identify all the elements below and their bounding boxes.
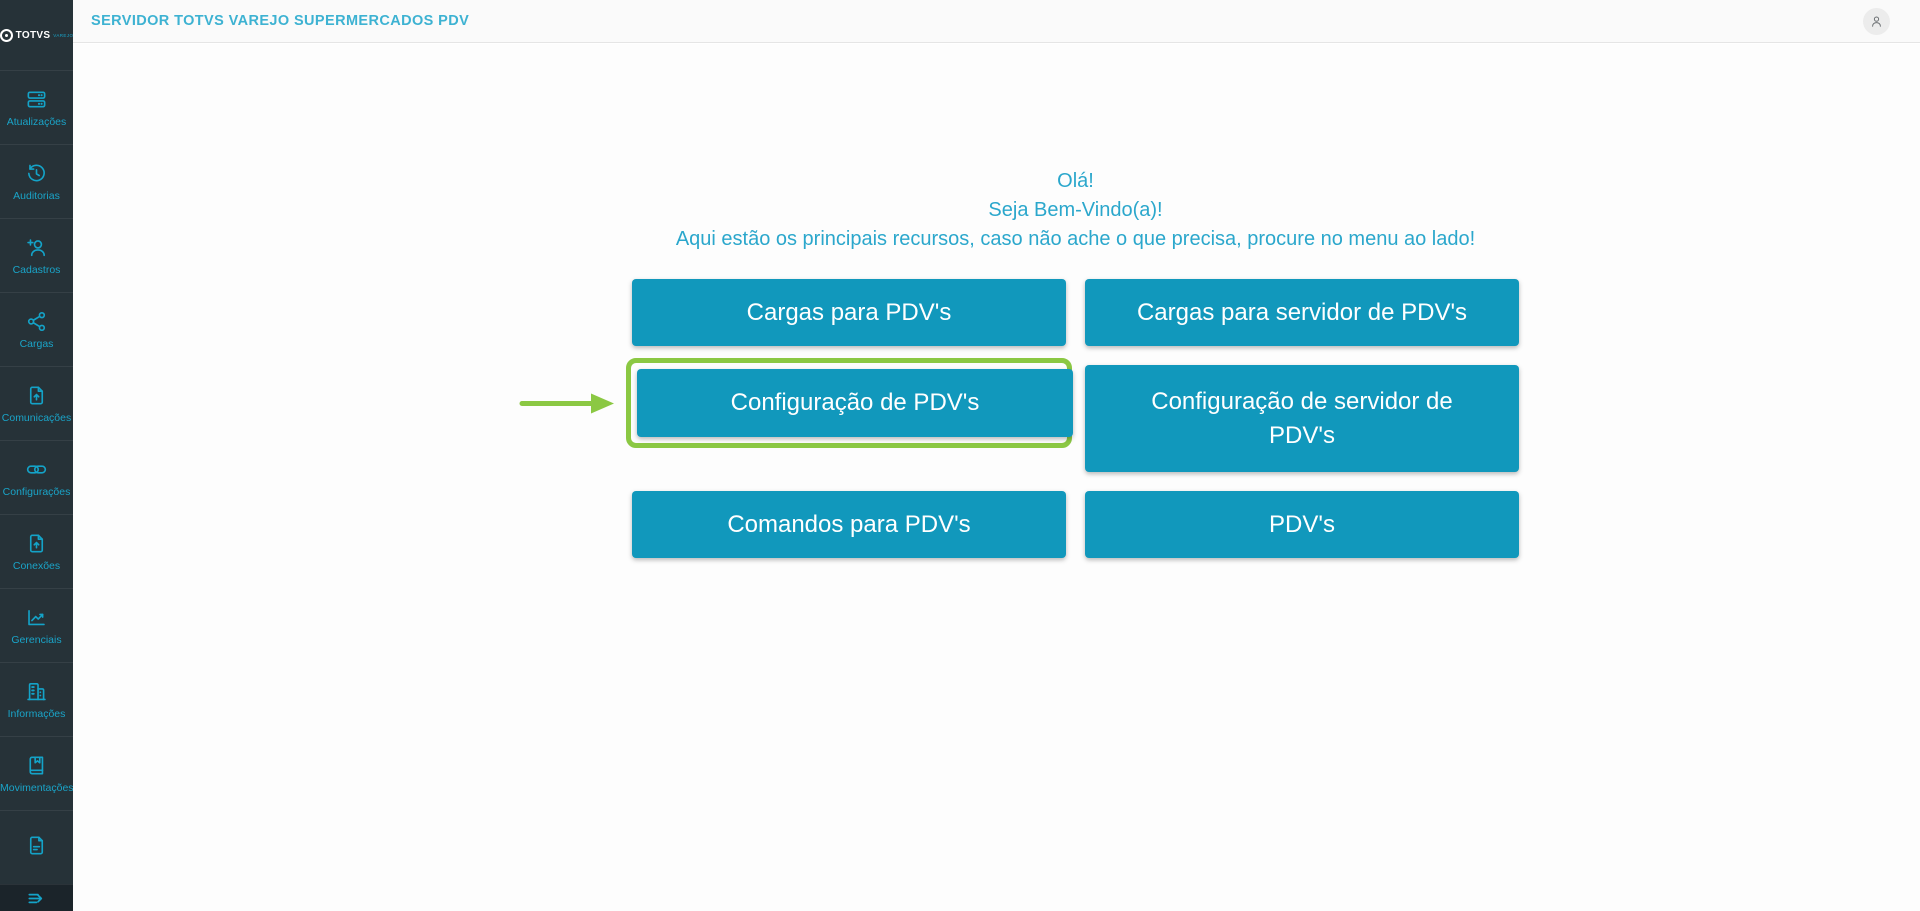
sidebar-item-movimentacoes[interactable]: Movimentações <box>0 736 73 810</box>
main-content <box>73 44 1920 911</box>
history-clock-icon <box>28 164 45 181</box>
sidebar-item-cadastros[interactable]: Cadastros <box>0 218 73 292</box>
sidebar-item-comunicacoes[interactable]: Comunicações <box>0 366 73 440</box>
comandos-para-pdvs-button[interactable]: Comandos para PDV's <box>632 491 1066 558</box>
sidebar-item-label: Atualizações <box>6 115 67 128</box>
user-avatar-button[interactable] <box>1863 7 1890 35</box>
sidebar-item-atualizacoes[interactable]: Atualizações <box>0 70 73 144</box>
sidebar-item-label: Gerenciais <box>11 633 62 646</box>
sidebar-item-label: Movimentações <box>0 781 73 794</box>
server-stack-icon <box>27 90 46 108</box>
sidebar-item-informacoes[interactable]: Informações <box>0 662 73 736</box>
sidebar: TOTVS VAREJO Atualizações Auditorias Cad… <box>0 0 73 911</box>
sidebar-item-label: Auditorias <box>13 189 60 202</box>
sidebar-item-label: Informações <box>7 707 66 720</box>
logo-brand-text: TOTVS <box>15 29 51 41</box>
sidebar-collapse-button[interactable] <box>0 884 73 911</box>
sidebar-item-configuracoes[interactable]: Configurações <box>0 440 73 514</box>
sidebar-item-auditorias[interactable]: Auditorias <box>0 144 73 218</box>
sidebar-item-label: Configurações <box>2 485 71 498</box>
welcome-and-shortcuts: Olá! Seja Bem-Vindo(a)! Aqui estão os pr… <box>626 167 1519 558</box>
sidebar-item-conexoes[interactable]: Conexões <box>0 514 73 588</box>
cargas-para-servidor-de-pdvs-button[interactable]: Cargas para servidor de PDV's <box>1085 279 1519 346</box>
sidebar-item-label: Cargas <box>19 337 54 350</box>
sidebar-item-label: Cadastros <box>12 263 61 276</box>
menu-collapse-arrow-icon <box>28 893 43 903</box>
annotation-arrow-icon <box>519 393 614 414</box>
buildings-icon <box>27 682 46 700</box>
sidebar-item-relatorios[interactable] <box>0 810 73 884</box>
sidebar-item-label: Comunicações <box>1 411 72 424</box>
logo-segment-text: VAREJO <box>53 32 74 38</box>
totvs-logo: TOTVS VAREJO <box>0 0 73 70</box>
welcome-line-3: Aqui estão os principais recursos, caso … <box>675 228 1476 250</box>
welcome-text: Olá! Seja Bem-Vindo(a)! Aqui estão os pr… <box>676 167 1475 254</box>
sidebar-item-label: Conexões <box>12 559 61 572</box>
page-title: SERVIDOR TOTVS VAREJO SUPERMERCADOS PDV <box>91 13 470 29</box>
book-icon <box>29 756 44 774</box>
pdvs-button[interactable]: PDV's <box>1085 491 1519 558</box>
welcome-line-2: Seja Bem-Vindo(a)! <box>988 199 1163 221</box>
person-add-icon <box>27 238 45 256</box>
user-icon <box>1872 15 1881 27</box>
cargas-para-pdvs-button[interactable]: Cargas para PDV's <box>632 279 1066 346</box>
sidebar-item-cargas[interactable]: Cargas <box>0 292 73 366</box>
line-chart-icon <box>28 609 45 625</box>
file-text-icon <box>29 836 44 854</box>
share-nodes-icon <box>27 311 46 331</box>
totvs-logo-icon <box>0 28 13 42</box>
configuracao-de-pdvs-button[interactable]: Configuração de PDV's <box>637 369 1073 437</box>
shortcut-button-grid: Cargas para PDV's Cargas para servidor d… <box>626 279 1519 558</box>
file-upload-icon <box>29 386 44 404</box>
sidebar-item-gerenciais[interactable]: Gerenciais <box>0 588 73 662</box>
chain-link-icon <box>26 464 47 474</box>
file-upload-icon <box>29 534 44 552</box>
welcome-line-1: Olá! <box>1057 170 1094 192</box>
top-header: SERVIDOR TOTVS VAREJO SUPERMERCADOS PDV <box>73 0 1920 43</box>
highlight-box: Configuração de PDV's <box>626 358 1073 448</box>
configuracao-de-servidor-de-pdvs-button[interactable]: Configuração de servidor de PDV's <box>1085 365 1519 472</box>
